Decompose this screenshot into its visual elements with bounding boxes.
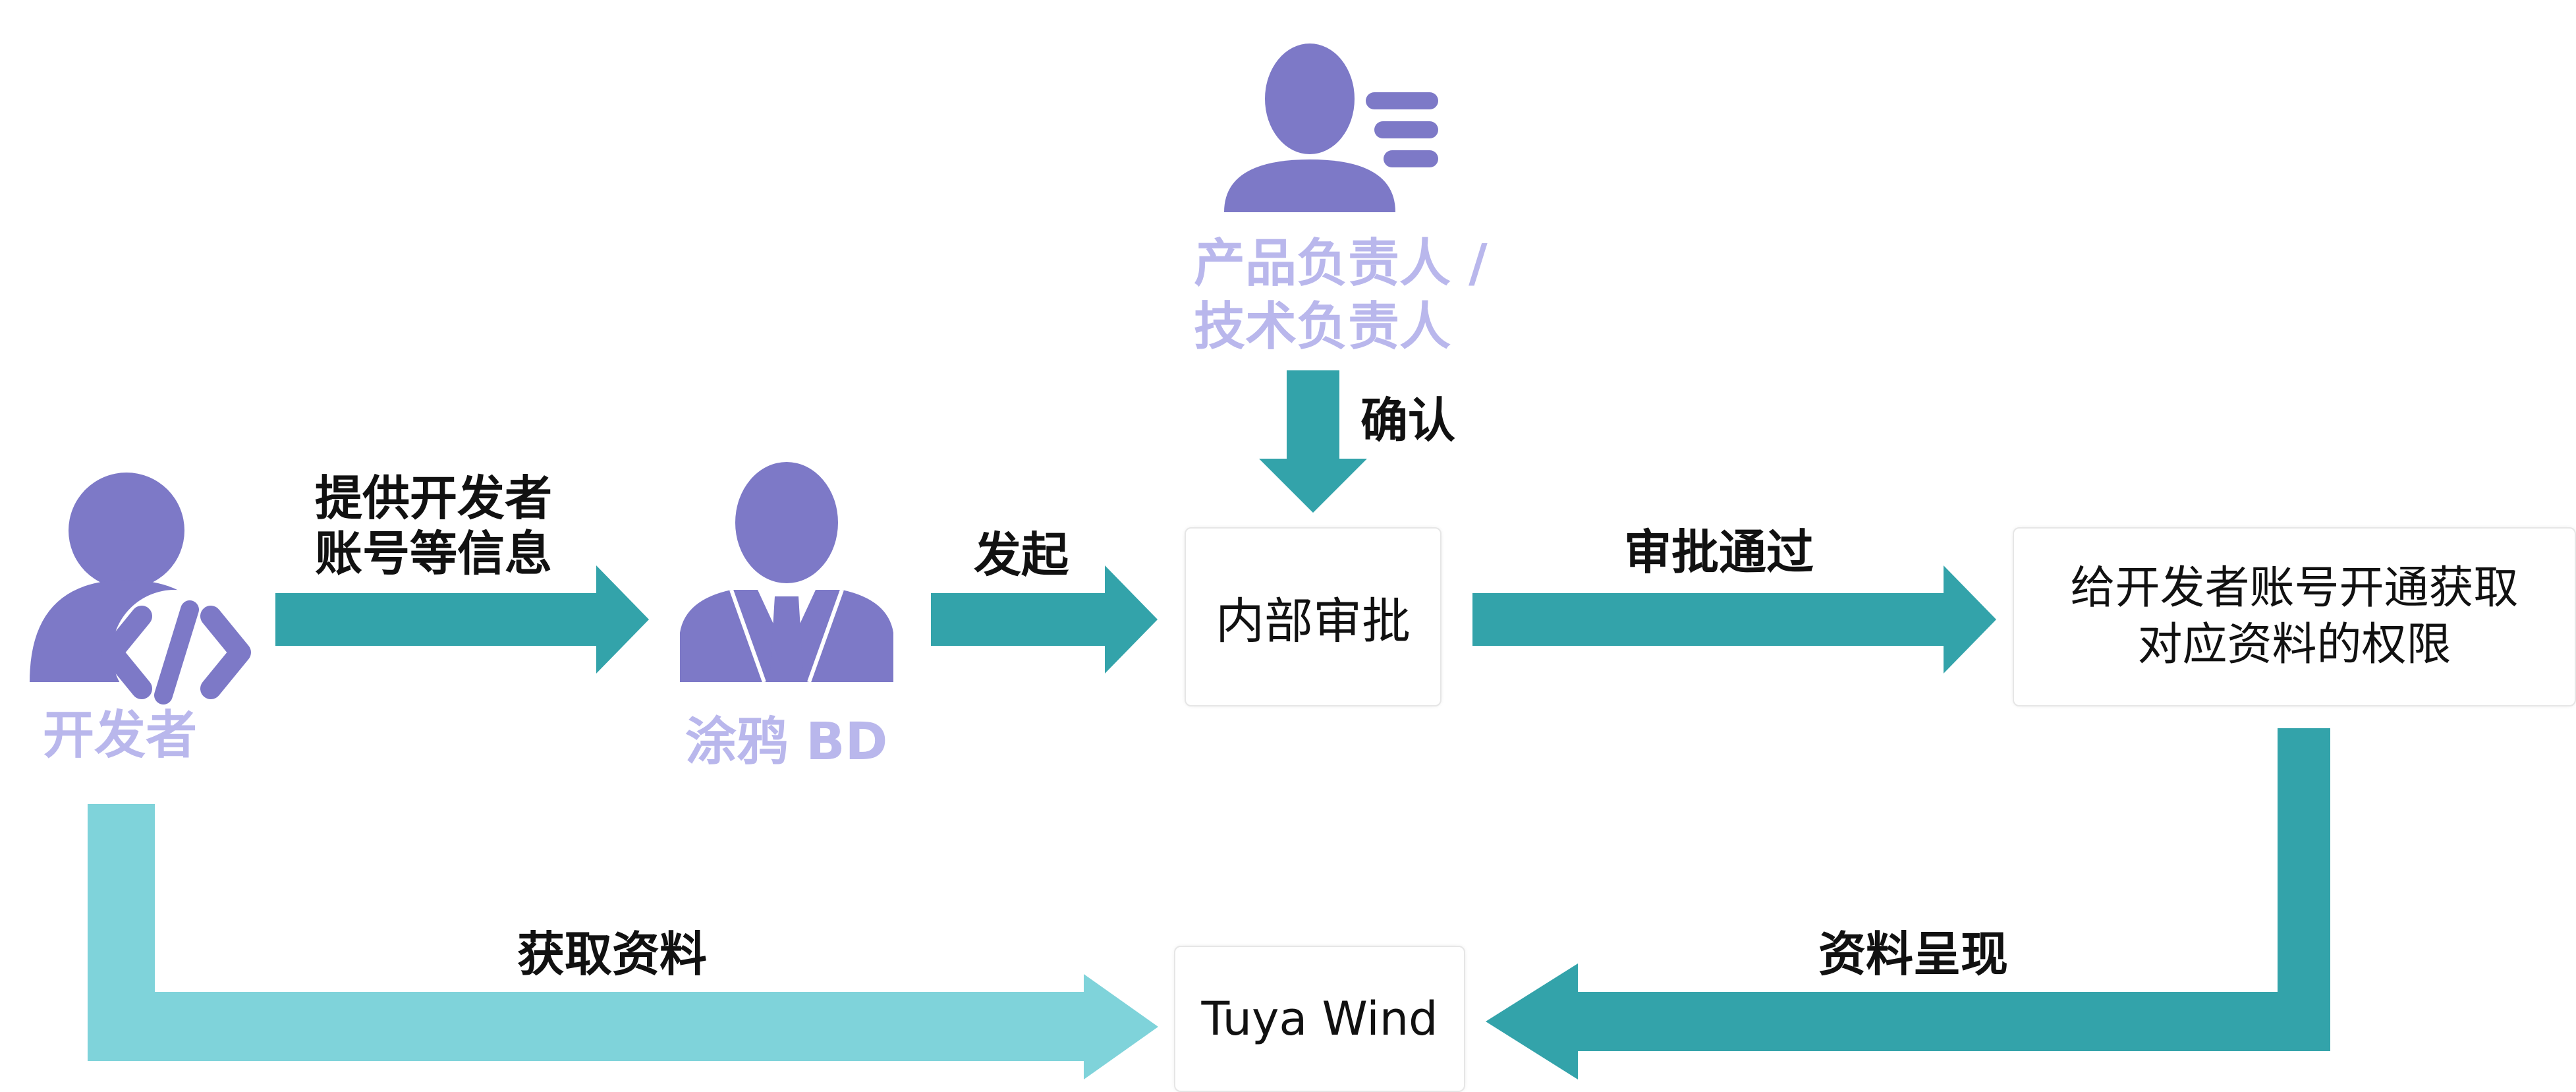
step-confirm: 确认 xyxy=(1360,393,1456,448)
arrow-initiate xyxy=(931,565,1158,674)
product-owner-label-line1: 产品负责人 / xyxy=(1194,234,1488,293)
internal-approval-box: 内部审批 xyxy=(1185,527,1442,706)
arrow-materials-shown xyxy=(1486,728,2330,1079)
step-materials-shown: 资料呈现 xyxy=(1818,927,2009,982)
grant-access-text-line2: 对应资料的权限 xyxy=(2137,619,2451,671)
developer-label: 开发者 xyxy=(43,706,198,765)
arrow-approved xyxy=(1472,565,1996,674)
grant-access-box: 给开发者账号开通获取 对应资料的权限 xyxy=(2013,527,2576,706)
tuya-wind-text: Tuya Wind xyxy=(1201,992,1438,1046)
step-provide-info-line1: 提供开发者 xyxy=(315,471,553,526)
step-initiate: 发起 xyxy=(974,527,1069,583)
grant-access-text-line1: 给开发者账号开通获取 xyxy=(2070,562,2519,614)
developer-icon xyxy=(30,473,251,715)
arrow-get-materials xyxy=(88,804,1158,1079)
step-provide-info-line2: 账号等信息 xyxy=(315,526,553,581)
internal-approval-text: 内部审批 xyxy=(1216,592,1411,650)
step-get-materials: 获取资料 xyxy=(517,927,708,982)
arrow-confirm xyxy=(1259,370,1367,513)
step-approved: 审批通过 xyxy=(1624,525,1814,580)
arrow-provide-info xyxy=(275,565,649,674)
person-list-icon xyxy=(1224,43,1438,212)
tuya-wind-box: Tuya Wind xyxy=(1174,946,1465,1092)
product-owner-label-line2: 技术负责人 xyxy=(1194,297,1451,357)
businessman-icon xyxy=(680,462,893,683)
tuya-bd-label: 涂鸦 BD xyxy=(685,712,888,772)
